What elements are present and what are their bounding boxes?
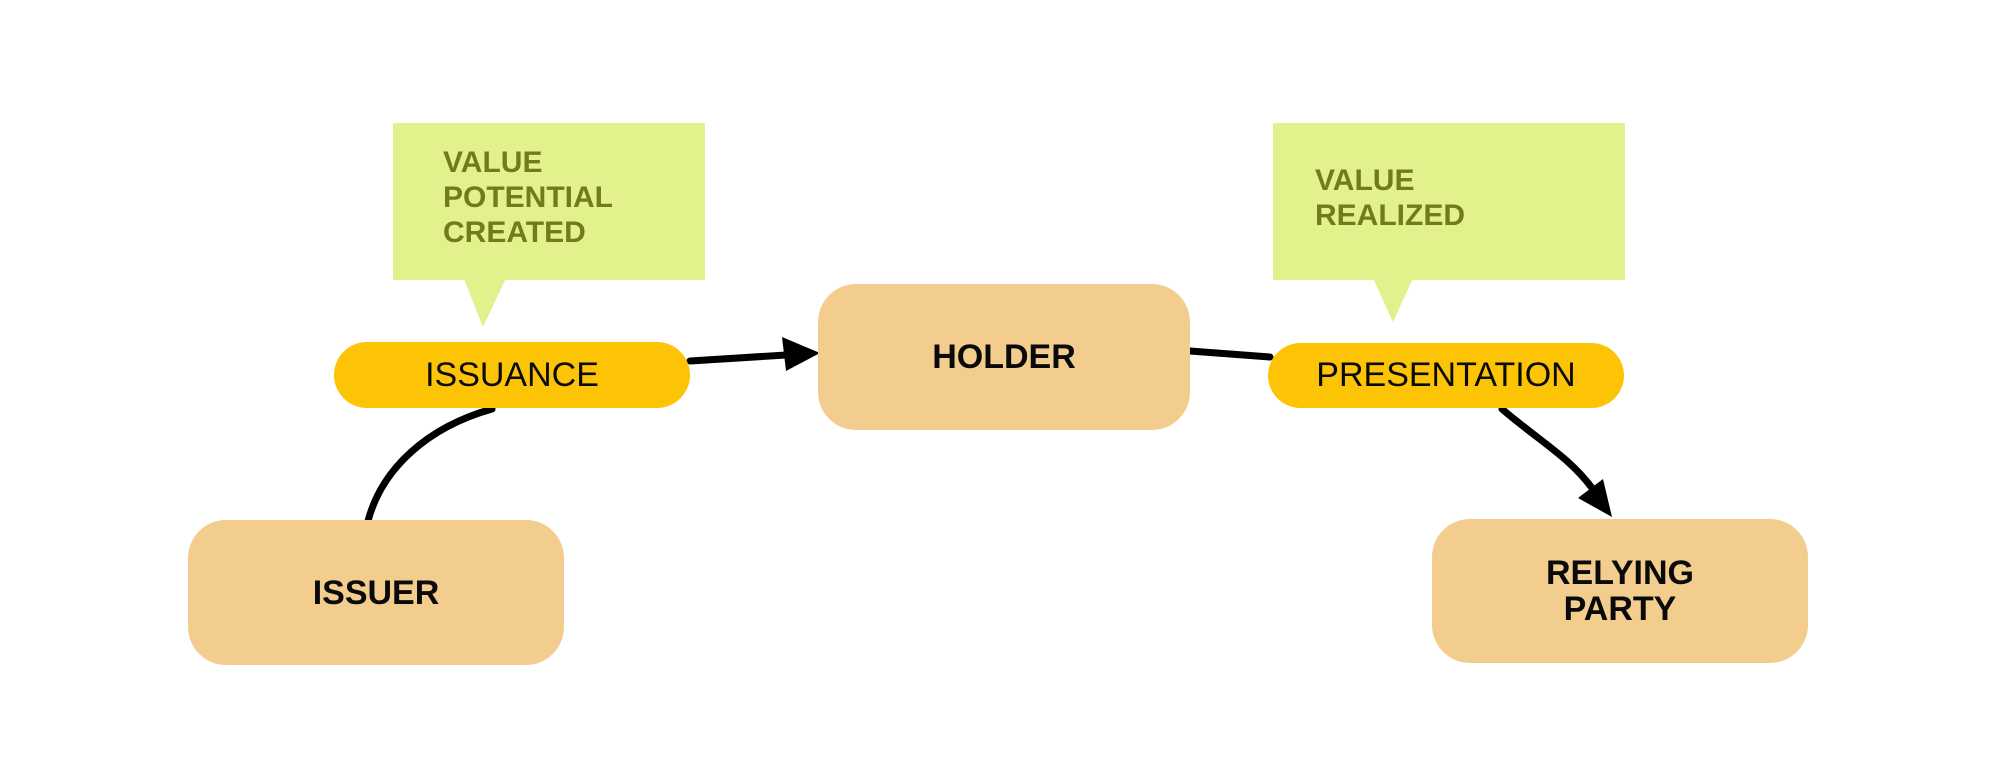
edge-issuer-to-issuance <box>364 405 496 525</box>
callout-value-potential-created: VALUE POTENTIAL CREATED <box>393 123 705 280</box>
arrowhead-into-relying-party <box>1578 479 1612 517</box>
arrowhead-into-holder <box>782 337 820 371</box>
node-relying-party-label: RELYING PARTY <box>1545 554 1694 628</box>
callout-tail-value-potential <box>462 274 508 327</box>
edge-issuance-to-holder <box>686 351 790 365</box>
node-presentation: PRESENTATION <box>1268 343 1624 408</box>
node-presentation-label: PRESENTATION <box>1316 356 1576 394</box>
node-issuance: ISSUANCE <box>334 342 690 408</box>
edge-presentation-to-relying-party <box>1498 405 1596 492</box>
node-relying-party: RELYING PARTY <box>1432 519 1808 663</box>
node-issuer-label: ISSUER <box>312 573 440 612</box>
callout-tail-value-realized <box>1371 274 1415 322</box>
node-holder: HOLDER <box>818 284 1190 430</box>
callout-value-realized-text: VALUE REALIZED <box>1315 164 1465 232</box>
node-holder-label: HOLDER <box>932 338 1076 376</box>
callout-value-realized: VALUE REALIZED <box>1273 123 1625 280</box>
edge-holder-to-presentation <box>1186 347 1274 361</box>
callout-value-potential-created-text: VALUE POTENTIAL CREATED <box>443 146 613 249</box>
node-issuance-label: ISSUANCE <box>425 355 599 394</box>
node-issuer: ISSUER <box>188 520 564 665</box>
